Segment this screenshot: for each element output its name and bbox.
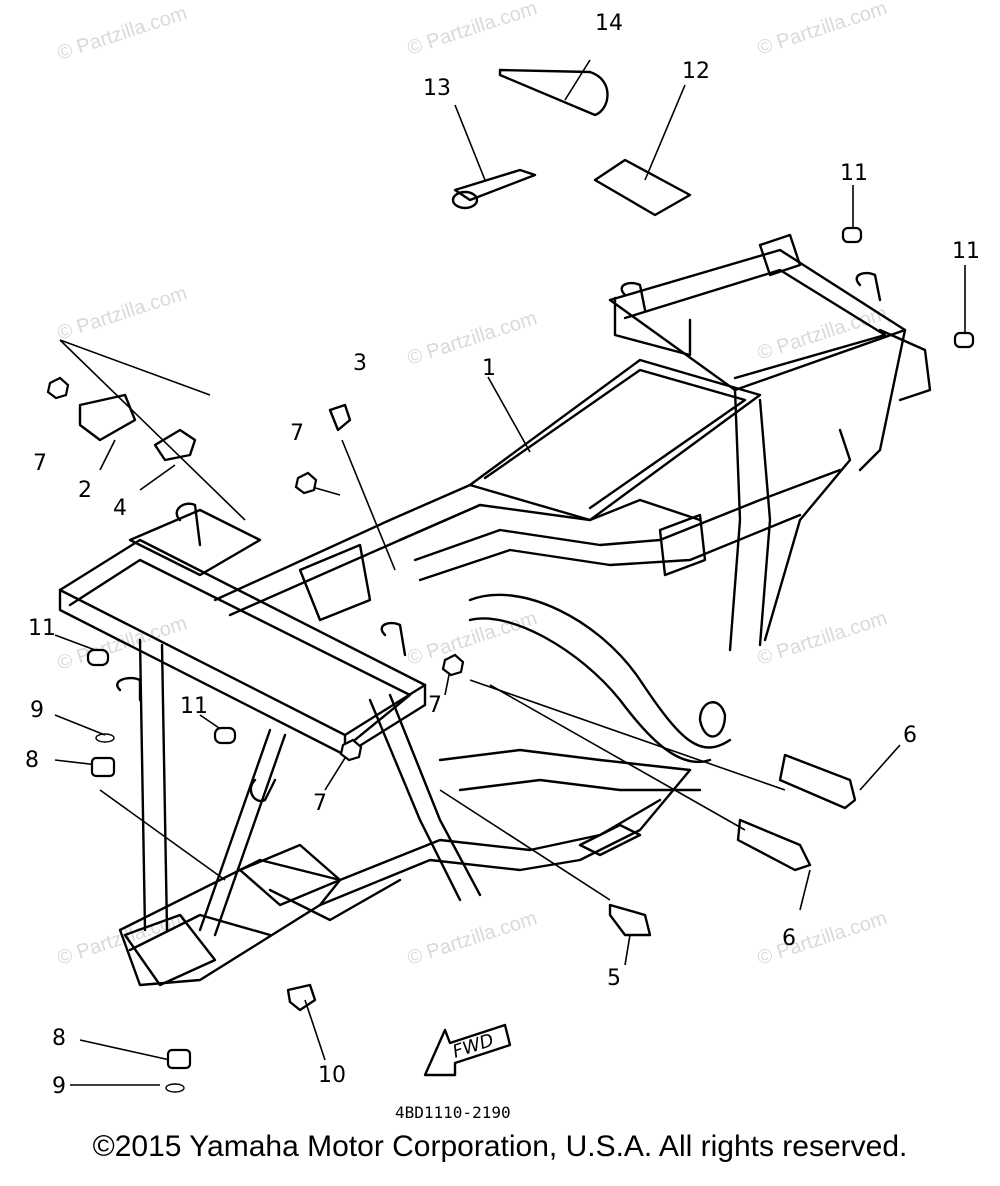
part-11-grommet (86, 648, 110, 667)
callout-9: 9 (52, 1074, 66, 1099)
watermark: © Partzilla.com (755, 607, 890, 670)
callout-10: 10 (318, 1063, 346, 1088)
copyright-notice: ©2015 Yamaha Motor Corporation, U.S.A. A… (92, 1130, 908, 1163)
callout-11: 11 (840, 161, 868, 186)
callout-4: 4 (113, 496, 127, 521)
callout-1: 1 (482, 356, 496, 381)
part-7-nut (441, 653, 465, 677)
part-3-bolt (328, 403, 352, 432)
part-9-ring (95, 733, 115, 743)
part-7-nut (294, 471, 318, 495)
part-2-bracket (78, 393, 137, 442)
callout-14: 14 (595, 11, 623, 36)
small-parts (46, 68, 975, 1093)
watermark: © Partzilla.com (755, 302, 890, 365)
callout-11: 11 (952, 239, 980, 264)
part-12-plate (593, 158, 692, 217)
callout-2: 2 (78, 478, 92, 503)
part-9-ring (165, 1083, 185, 1093)
callout-8: 8 (52, 1026, 66, 1051)
callout-13: 13 (423, 76, 451, 101)
fwd-arrow: FWD (423, 1023, 512, 1077)
callout-7: 7 (313, 791, 327, 816)
callout-5: 5 (607, 966, 621, 991)
main-frame (58, 233, 932, 987)
callout-7: 7 (428, 693, 442, 718)
watermark: © Partzilla.com (55, 282, 190, 345)
part-6-bolt (778, 753, 857, 810)
callout-3: 3 (353, 351, 367, 376)
watermark: © Partzilla.com (405, 307, 540, 370)
callout-11: 11 (180, 694, 208, 719)
part-10-grease-nipple (286, 983, 317, 1012)
callout-12: 12 (682, 59, 710, 84)
part-8-plug (90, 756, 116, 778)
part-7-nut (46, 376, 70, 400)
callout-9: 9 (30, 698, 44, 723)
part-7-nut (339, 738, 363, 762)
callout-8: 8 (25, 748, 39, 773)
callout-6: 6 (782, 926, 796, 951)
callout-numbers: 1 2 3 4 5 6 6 7 7 7 7 8 8 9 9 10 11 11 1… (25, 11, 980, 1099)
callout-6: 6 (903, 723, 917, 748)
callout-7: 7 (33, 451, 47, 476)
callout-7: 7 (290, 421, 304, 446)
watermark: © Partzilla.com (755, 907, 890, 970)
part-5-bolt (608, 903, 652, 937)
watermark: © Partzilla.com (405, 0, 540, 60)
part-4-bolt (153, 428, 197, 462)
watermark: © Partzilla.com (405, 607, 540, 670)
leader-lines (54, 59, 966, 1086)
part-8-plug (166, 1048, 192, 1070)
part-6-bolt (736, 818, 812, 872)
part-14-pad (498, 68, 609, 117)
part-11-grommet (841, 226, 863, 244)
part-13-strap (453, 168, 537, 202)
diagram-code: 4BD1110-2190 (395, 1103, 511, 1122)
watermark: © Partzilla.com (55, 2, 190, 65)
part-11-grommet (213, 726, 237, 745)
callout-11: 11 (28, 616, 56, 641)
watermark: © Partzilla.com (405, 907, 540, 970)
part-11-grommet (953, 331, 975, 349)
watermark: © Partzilla.com (755, 0, 890, 60)
